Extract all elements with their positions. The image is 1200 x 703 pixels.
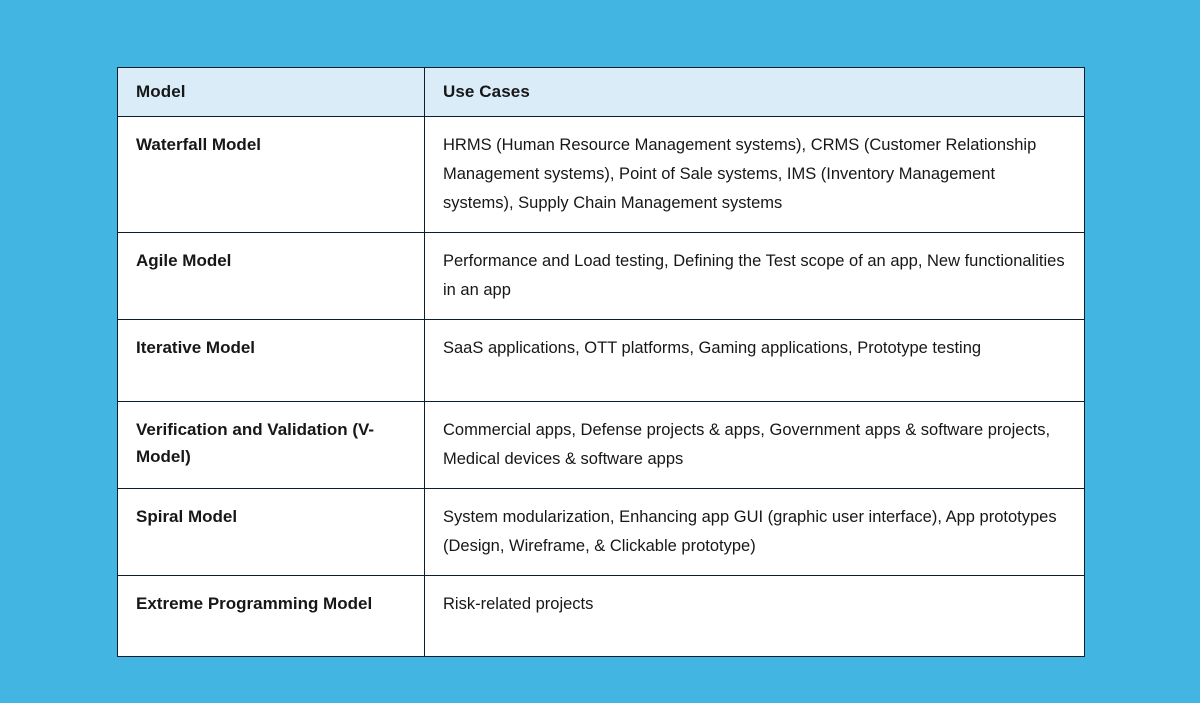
- use-cases-text: HRMS (Human Resource Management systems)…: [424, 116, 1085, 233]
- use-cases-text: SaaS applications, OTT platforms, Gaming…: [424, 319, 1085, 402]
- model-name: Spiral Model: [117, 488, 425, 576]
- table-row: Agile Model Performance and Load testing…: [117, 232, 1085, 320]
- model-name: Verification and Validation (V-Model): [117, 401, 425, 489]
- column-header-use-cases: Use Cases: [424, 67, 1085, 117]
- table-row: Extreme Programming Model Risk-related p…: [117, 575, 1085, 657]
- table-row: Spiral Model System modularization, Enha…: [117, 488, 1085, 576]
- models-use-cases-table: Model Use Cases Waterfall Model HRMS (Hu…: [117, 67, 1085, 657]
- table-row: Verification and Validation (V-Model) Co…: [117, 401, 1085, 489]
- table-body: Waterfall Model HRMS (Human Resource Man…: [117, 116, 1085, 657]
- table-header: Model Use Cases: [117, 67, 1085, 117]
- use-cases-text: Risk-related projects: [424, 575, 1085, 657]
- model-name: Extreme Programming Model: [117, 575, 425, 657]
- use-cases-text: Performance and Load testing, Defining t…: [424, 232, 1085, 320]
- model-name: Iterative Model: [117, 319, 425, 402]
- model-name: Agile Model: [117, 232, 425, 320]
- use-cases-text: Commercial apps, Defense projects & apps…: [424, 401, 1085, 489]
- use-cases-text: System modularization, Enhancing app GUI…: [424, 488, 1085, 576]
- table-header-row: Model Use Cases: [117, 67, 1085, 117]
- table-row: Iterative Model SaaS applications, OTT p…: [117, 319, 1085, 402]
- models-use-cases-table-container: Model Use Cases Waterfall Model HRMS (Hu…: [117, 67, 1085, 657]
- column-header-model: Model: [117, 67, 425, 117]
- table-row: Waterfall Model HRMS (Human Resource Man…: [117, 116, 1085, 233]
- model-name: Waterfall Model: [117, 116, 425, 233]
